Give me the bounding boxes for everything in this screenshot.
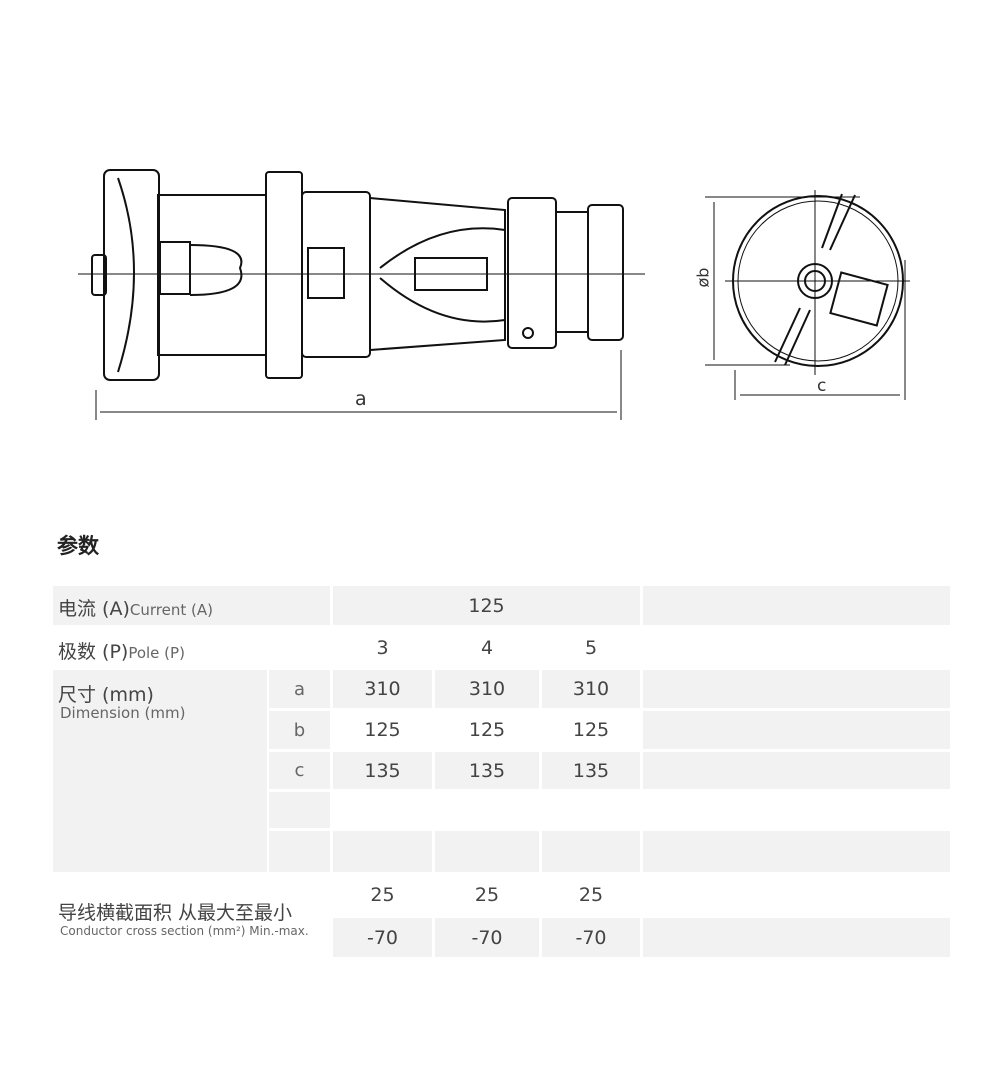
- dimension-value: 310: [364, 678, 401, 700]
- conductor-min: 25: [370, 884, 395, 906]
- dimension-value: 310: [468, 678, 506, 700]
- dimension-key: c: [294, 760, 305, 781]
- dimension-label-cn: 尺寸 (mm): [58, 684, 154, 706]
- conductor-label-en: Conductor cross section (mm²) Min.-max.: [60, 924, 309, 938]
- dimension-key: b: [293, 719, 306, 741]
- pole-label: 极数 (P)Pole (P): [58, 641, 185, 663]
- dimension-value: 135: [572, 759, 610, 782]
- dimension-c-label: c: [817, 376, 827, 396]
- dimension-value: 135: [364, 759, 401, 782]
- dimension-value: 125: [572, 719, 610, 741]
- conductor-max: -70: [575, 926, 607, 949]
- conductor-label-cn: 导线横截面积 从最大至最小: [58, 902, 293, 924]
- dimension-value: 310: [572, 678, 610, 700]
- front-view: [732, 193, 904, 367]
- conductor-max: -70: [471, 926, 503, 949]
- conductor-max: -70: [366, 926, 399, 949]
- side-view: [91, 169, 624, 381]
- dimension-value: 125: [468, 719, 506, 741]
- dimension-a-label: a: [355, 388, 367, 410]
- pole-value: 3: [376, 636, 389, 659]
- pole-value: 5: [584, 636, 598, 659]
- section-title: 参数: [57, 534, 99, 558]
- conductor-min: 25: [474, 884, 500, 906]
- current-value: 125: [468, 594, 505, 617]
- conductor-min: 25: [578, 884, 604, 906]
- current-label: 电流 (A)Current (A): [58, 598, 213, 620]
- dimension-label-en: Dimension (mm): [60, 704, 186, 722]
- pole-value: 4: [480, 636, 494, 659]
- dimension-key: a: [293, 678, 306, 700]
- dimension-value: 135: [468, 759, 506, 782]
- dimension-value: 125: [364, 719, 401, 741]
- dimension-b-label: øb: [693, 267, 713, 288]
- product-drawing: [78, 169, 910, 420]
- center-lines: [78, 190, 910, 420]
